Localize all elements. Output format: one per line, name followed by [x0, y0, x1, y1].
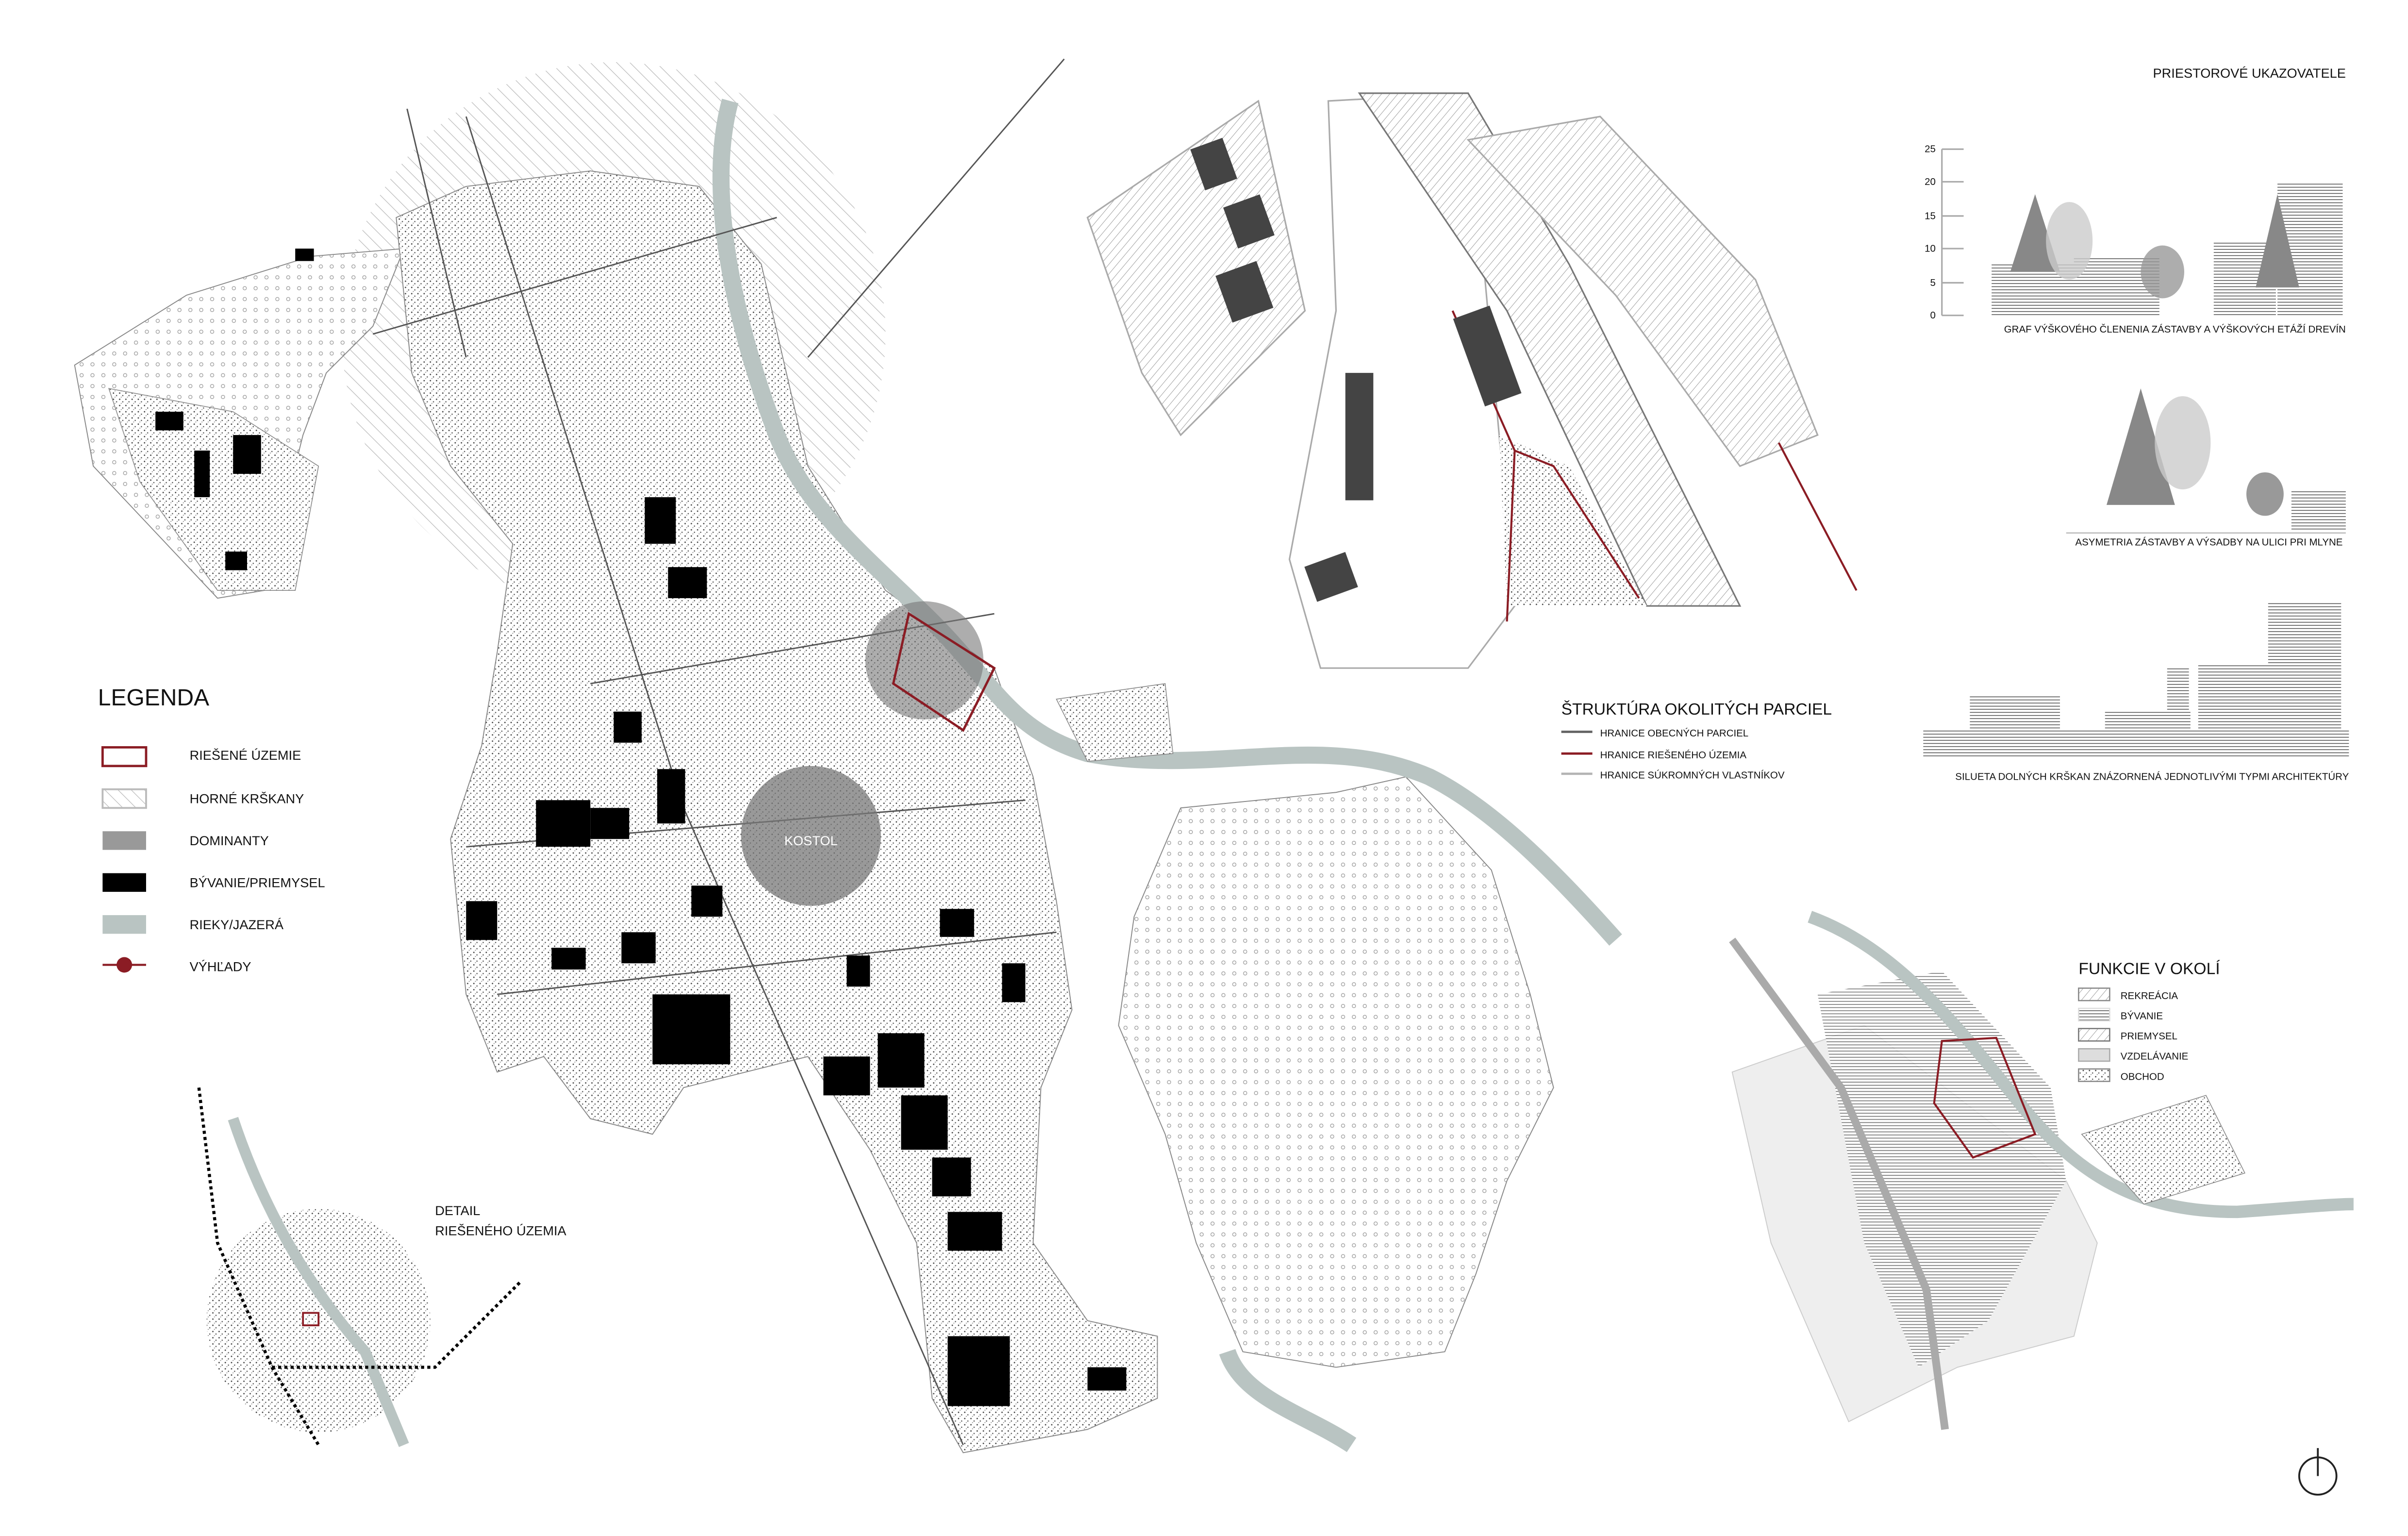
legend-item-label: DOMINANTY: [190, 833, 269, 848]
buildings: [155, 249, 1127, 1406]
legend-item-label: RIEŠENÉ ÚZEMIE: [190, 748, 301, 763]
church-label: KOSTOL: [784, 833, 838, 848]
legend-item-label: BÝVANIE/PRIEMYSEL: [190, 875, 325, 890]
hatched-rect-icon: [101, 788, 147, 809]
recreation-swatch: [2078, 987, 2110, 1002]
y-tick-label: 25: [1925, 144, 1936, 155]
functions-map: [1729, 911, 2354, 1430]
solved-area-outline: [892, 612, 996, 732]
functions-title: FUNKCIE V OKOLÍ: [2078, 960, 2220, 978]
silhouette-diagram: SILUETA DOLNÝCH KRŠKAN ZNÁZORNENÁ JEDNOT…: [1923, 601, 2349, 783]
detail-map: [197, 1087, 522, 1447]
parcels-item-label: HRANICE OBECNÝCH PARCIEL: [1600, 728, 1749, 739]
tree-icon: [2246, 472, 2284, 516]
parcels-item-label: HRANICE SÚKROMNÝCH VLASTNÍKOV: [1600, 769, 1785, 781]
asymmetry-caption: ASYMETRIA ZÁSTAVBY A VÝSADBY NA ULICI PR…: [2076, 536, 2343, 548]
y-tick-label: 20: [1925, 176, 1936, 187]
functions-legend: REKREÁCIA BÝVANIE PRIEMYSEL VZDELÁVANIE …: [2078, 987, 2189, 1082]
gray-rect-icon: [102, 831, 146, 850]
housing-swatch: [2078, 1007, 2110, 1021]
functions-item-label: VZDELÁVANIE: [2121, 1051, 2189, 1062]
detail-label-line2: RIEŠENÉHO ÚZEMIA: [435, 1223, 566, 1238]
y-tick-label: 5: [1930, 277, 1936, 288]
dominant-church: [741, 766, 881, 906]
parcel-structure-map: [1086, 92, 1858, 669]
y-tick-label: 10: [1925, 243, 1936, 254]
red-outline-rect-icon: [101, 746, 148, 768]
north-arrow-icon: [2298, 1448, 2338, 1496]
education-swatch: [2078, 1048, 2110, 1062]
commerce-swatch: [2078, 1068, 2110, 1082]
height-chart: 25 20 15 10 5 0 GRAF VÝŠKOVÉHO ČLENENIA …: [1925, 144, 2346, 335]
legend-title: LEGENDA: [98, 685, 209, 711]
legend-item-label: RIEKY/JAZERÁ: [190, 917, 284, 932]
indicators-title: PRIESTOROVÉ UKAZOVATELE: [2153, 66, 2346, 81]
y-tick-label: 15: [1925, 210, 1936, 221]
tree-icon: [2155, 396, 2211, 490]
viewpoint-icon: [102, 957, 146, 973]
black-rect-icon: [102, 873, 146, 892]
silhouette-caption: SILUETA DOLNÝCH KRŠKAN ZNÁZORNENÁ JEDNOT…: [1955, 771, 2349, 783]
functions-item-label: PRIEMYSEL: [2121, 1031, 2177, 1042]
tree-icon: [2256, 194, 2299, 288]
legend-item-label: HORNÉ KRŠKANY: [190, 791, 304, 806]
main-map: KOSTOL: [74, 58, 1622, 1453]
functions-item-label: REKREÁCIA: [2121, 990, 2178, 1002]
functions-item-label: OBCHOD: [2121, 1071, 2164, 1082]
functions-item-label: BÝVANIE: [2121, 1011, 2163, 1022]
height-chart-caption: GRAF VÝŠKOVÉHO ČLENENIA ZÁSTAVBY A VÝŠKO…: [2004, 324, 2346, 335]
blue-gray-rect-icon: [102, 915, 146, 934]
west-industrial: [108, 388, 319, 591]
tree-icon: [2046, 202, 2093, 280]
parcels-legend: HRANICE OBECNÝCH PARCIEL HRANICE RIEŠENÉ…: [1561, 728, 1785, 781]
asymmetry-diagram: ASYMETRIA ZÁSTAVBY A VÝSADBY NA ULICI PR…: [2066, 388, 2346, 548]
parcels-item-label: HRANICE RIEŠENÉHO ÚZEMIA: [1600, 750, 1747, 761]
detail-label-line1: DETAIL: [435, 1203, 480, 1218]
y-tick-label: 0: [1930, 310, 1936, 321]
dominant-mill: [865, 601, 984, 719]
tree-icon: [2106, 388, 2175, 505]
industry-swatch: [2078, 1028, 2110, 1042]
parcels-title: ŠTRUKTÚRA OKOLITÝCH PARCIEL: [1561, 700, 1832, 718]
lake-area: [1118, 776, 1554, 1368]
solved-area-outline: [1933, 1036, 2037, 1159]
legend-item-label: VÝHĽADY: [190, 959, 251, 974]
east-industrial: [1056, 683, 1174, 762]
tree-icon: [2141, 245, 2185, 299]
legend: RIEŠENÉ ÚZEMIE HORNÉ KRŠKANY DOMINANTY B…: [101, 746, 325, 974]
river: [712, 99, 1622, 1453]
